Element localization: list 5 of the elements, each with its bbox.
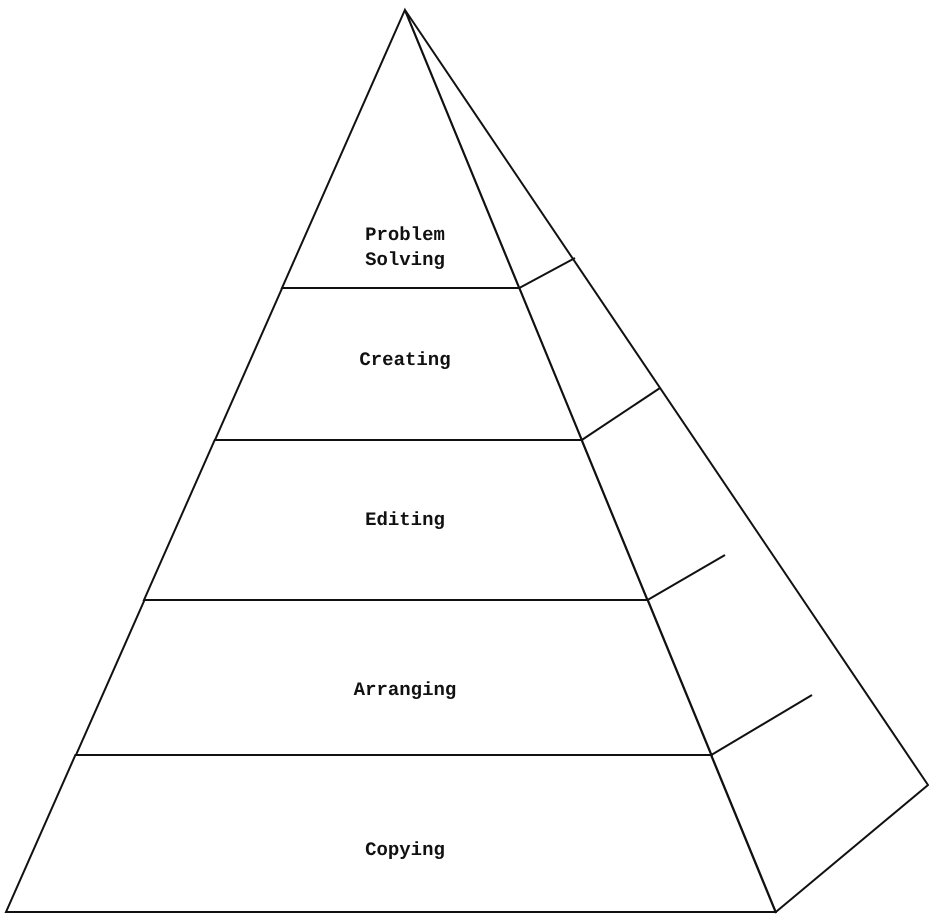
tier-label: Editing xyxy=(364,508,446,532)
tier-label: Creating xyxy=(358,348,452,372)
tier-label: Problem Solving xyxy=(364,223,446,273)
tier-label: Copying xyxy=(364,838,446,862)
tier-label: Arranging xyxy=(352,678,458,702)
